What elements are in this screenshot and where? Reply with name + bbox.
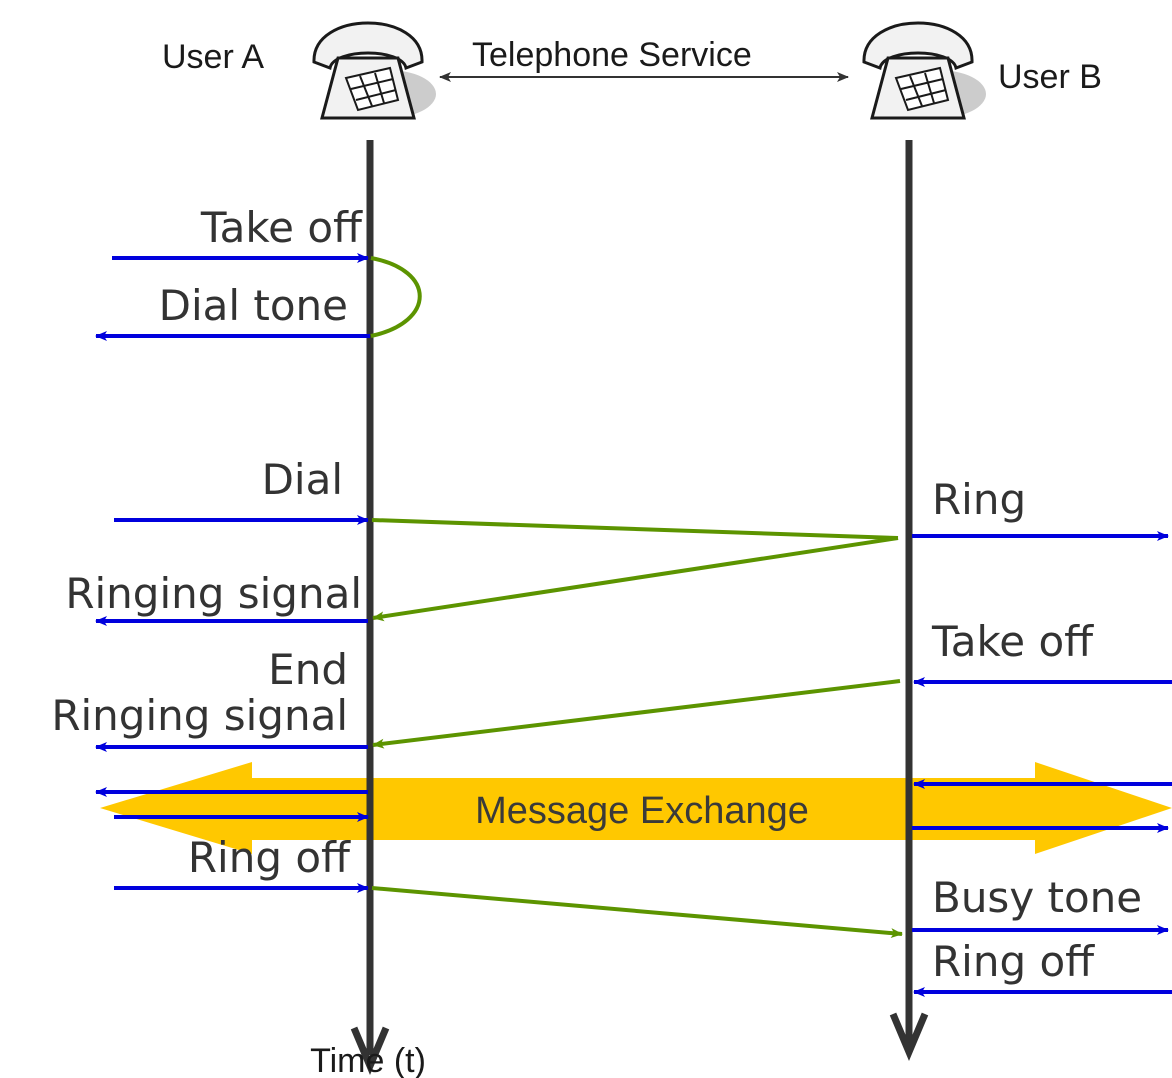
label-ring-off-b: Ring off [932, 937, 1095, 986]
signal-dial-tone-loop [370, 256, 422, 338]
telephone-icon-b [862, 21, 986, 120]
signal-ring-off-to-b [371, 886, 903, 939]
timeline-b-arrowhead [889, 1012, 929, 1062]
label-ringing-signal: Ringing signal [65, 569, 362, 618]
user-b-label: User B [998, 58, 1102, 96]
label-busy-tone: Busy tone [932, 873, 1142, 922]
label-take-off-a: Take off [200, 203, 363, 252]
label-dial-tone: Dial tone [159, 281, 348, 330]
label-take-off-b: Take off [931, 617, 1094, 666]
label-ring: Ring [932, 475, 1026, 524]
signal-end-ringing-to-a [372, 679, 901, 749]
telephone-icon-a [312, 21, 436, 120]
signal-ringing-to-a [372, 536, 899, 622]
service-label: Telephone Service [472, 36, 752, 74]
user-a-label: User A [162, 38, 264, 76]
label-end-ringing-line1: End [268, 645, 348, 694]
time-axis-label: Time (t) [310, 1042, 426, 1078]
label-ring-off-a: Ring off [188, 833, 351, 882]
signal-dial-to-b [371, 518, 899, 540]
message-exchange-label: Message Exchange [475, 790, 809, 832]
label-dial: Dial [262, 455, 343, 504]
timeline-a-arrowhead [350, 1026, 390, 1076]
label-end-ringing-line2: Ringing signal [51, 691, 348, 740]
